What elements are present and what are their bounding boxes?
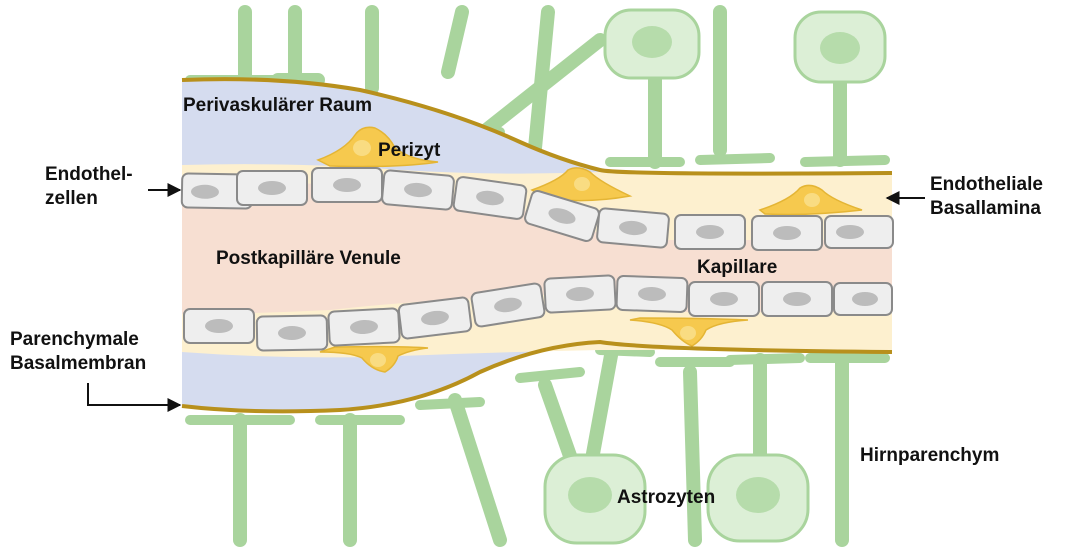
astrocyte xyxy=(605,10,699,78)
endothelial-cell xyxy=(382,170,455,210)
postcapillary-venule-label: Postkapilläre Venule xyxy=(216,247,401,271)
astrocytes-label: Astrozyten xyxy=(617,486,715,510)
endothelial-cell xyxy=(312,168,382,202)
astrocyte xyxy=(795,12,885,82)
endothelial-cell xyxy=(398,297,472,339)
endothelial-cell xyxy=(689,282,759,316)
endothelial-basal-lamina-label: Endotheliale Basallamina xyxy=(930,173,1043,221)
parenchymal-basal-membrane-label-line2: Basalmembran xyxy=(10,352,146,376)
endothelial-cell xyxy=(825,216,893,248)
astrocyte xyxy=(708,455,808,541)
endothelial-cell xyxy=(752,216,822,250)
brain-parenchyma-label: Hirnparenchym xyxy=(860,444,999,468)
endothelial-basal-lamina-label-line2: Basallamina xyxy=(930,197,1043,221)
endothelial-cells-label-line2: zellen xyxy=(45,187,133,211)
capillary-label: Kapillare xyxy=(697,256,777,280)
endothelial-cells-label: Endothel- zellen xyxy=(45,163,133,211)
endothelial-cell xyxy=(597,208,670,248)
endothelial-cell xyxy=(544,275,616,313)
parenchymal-basal-membrane-label-line1: Parenchymale xyxy=(10,328,146,352)
pericyte-label: Perizyt xyxy=(378,139,440,163)
endothelial-cell xyxy=(762,282,832,316)
endothelial-cell xyxy=(328,308,400,346)
endothelial-cell xyxy=(675,215,745,249)
endothelial-cell xyxy=(834,283,892,315)
endothelial-basal-lamina-label-line1: Endotheliale xyxy=(930,173,1043,197)
arrow-parenchymal-basal-membrane xyxy=(88,383,180,405)
endothelial-cells-label-line1: Endothel- xyxy=(45,163,133,187)
perivascular-space-label: Perivaskulärer Raum xyxy=(183,94,372,118)
endothelial-cell xyxy=(237,171,307,205)
endothelial-cell xyxy=(184,309,254,343)
endothelial-cell xyxy=(257,315,328,350)
parenchymal-basal-membrane-label: Parenchymale Basalmembran xyxy=(10,328,146,376)
endothelial-cell xyxy=(616,276,687,312)
